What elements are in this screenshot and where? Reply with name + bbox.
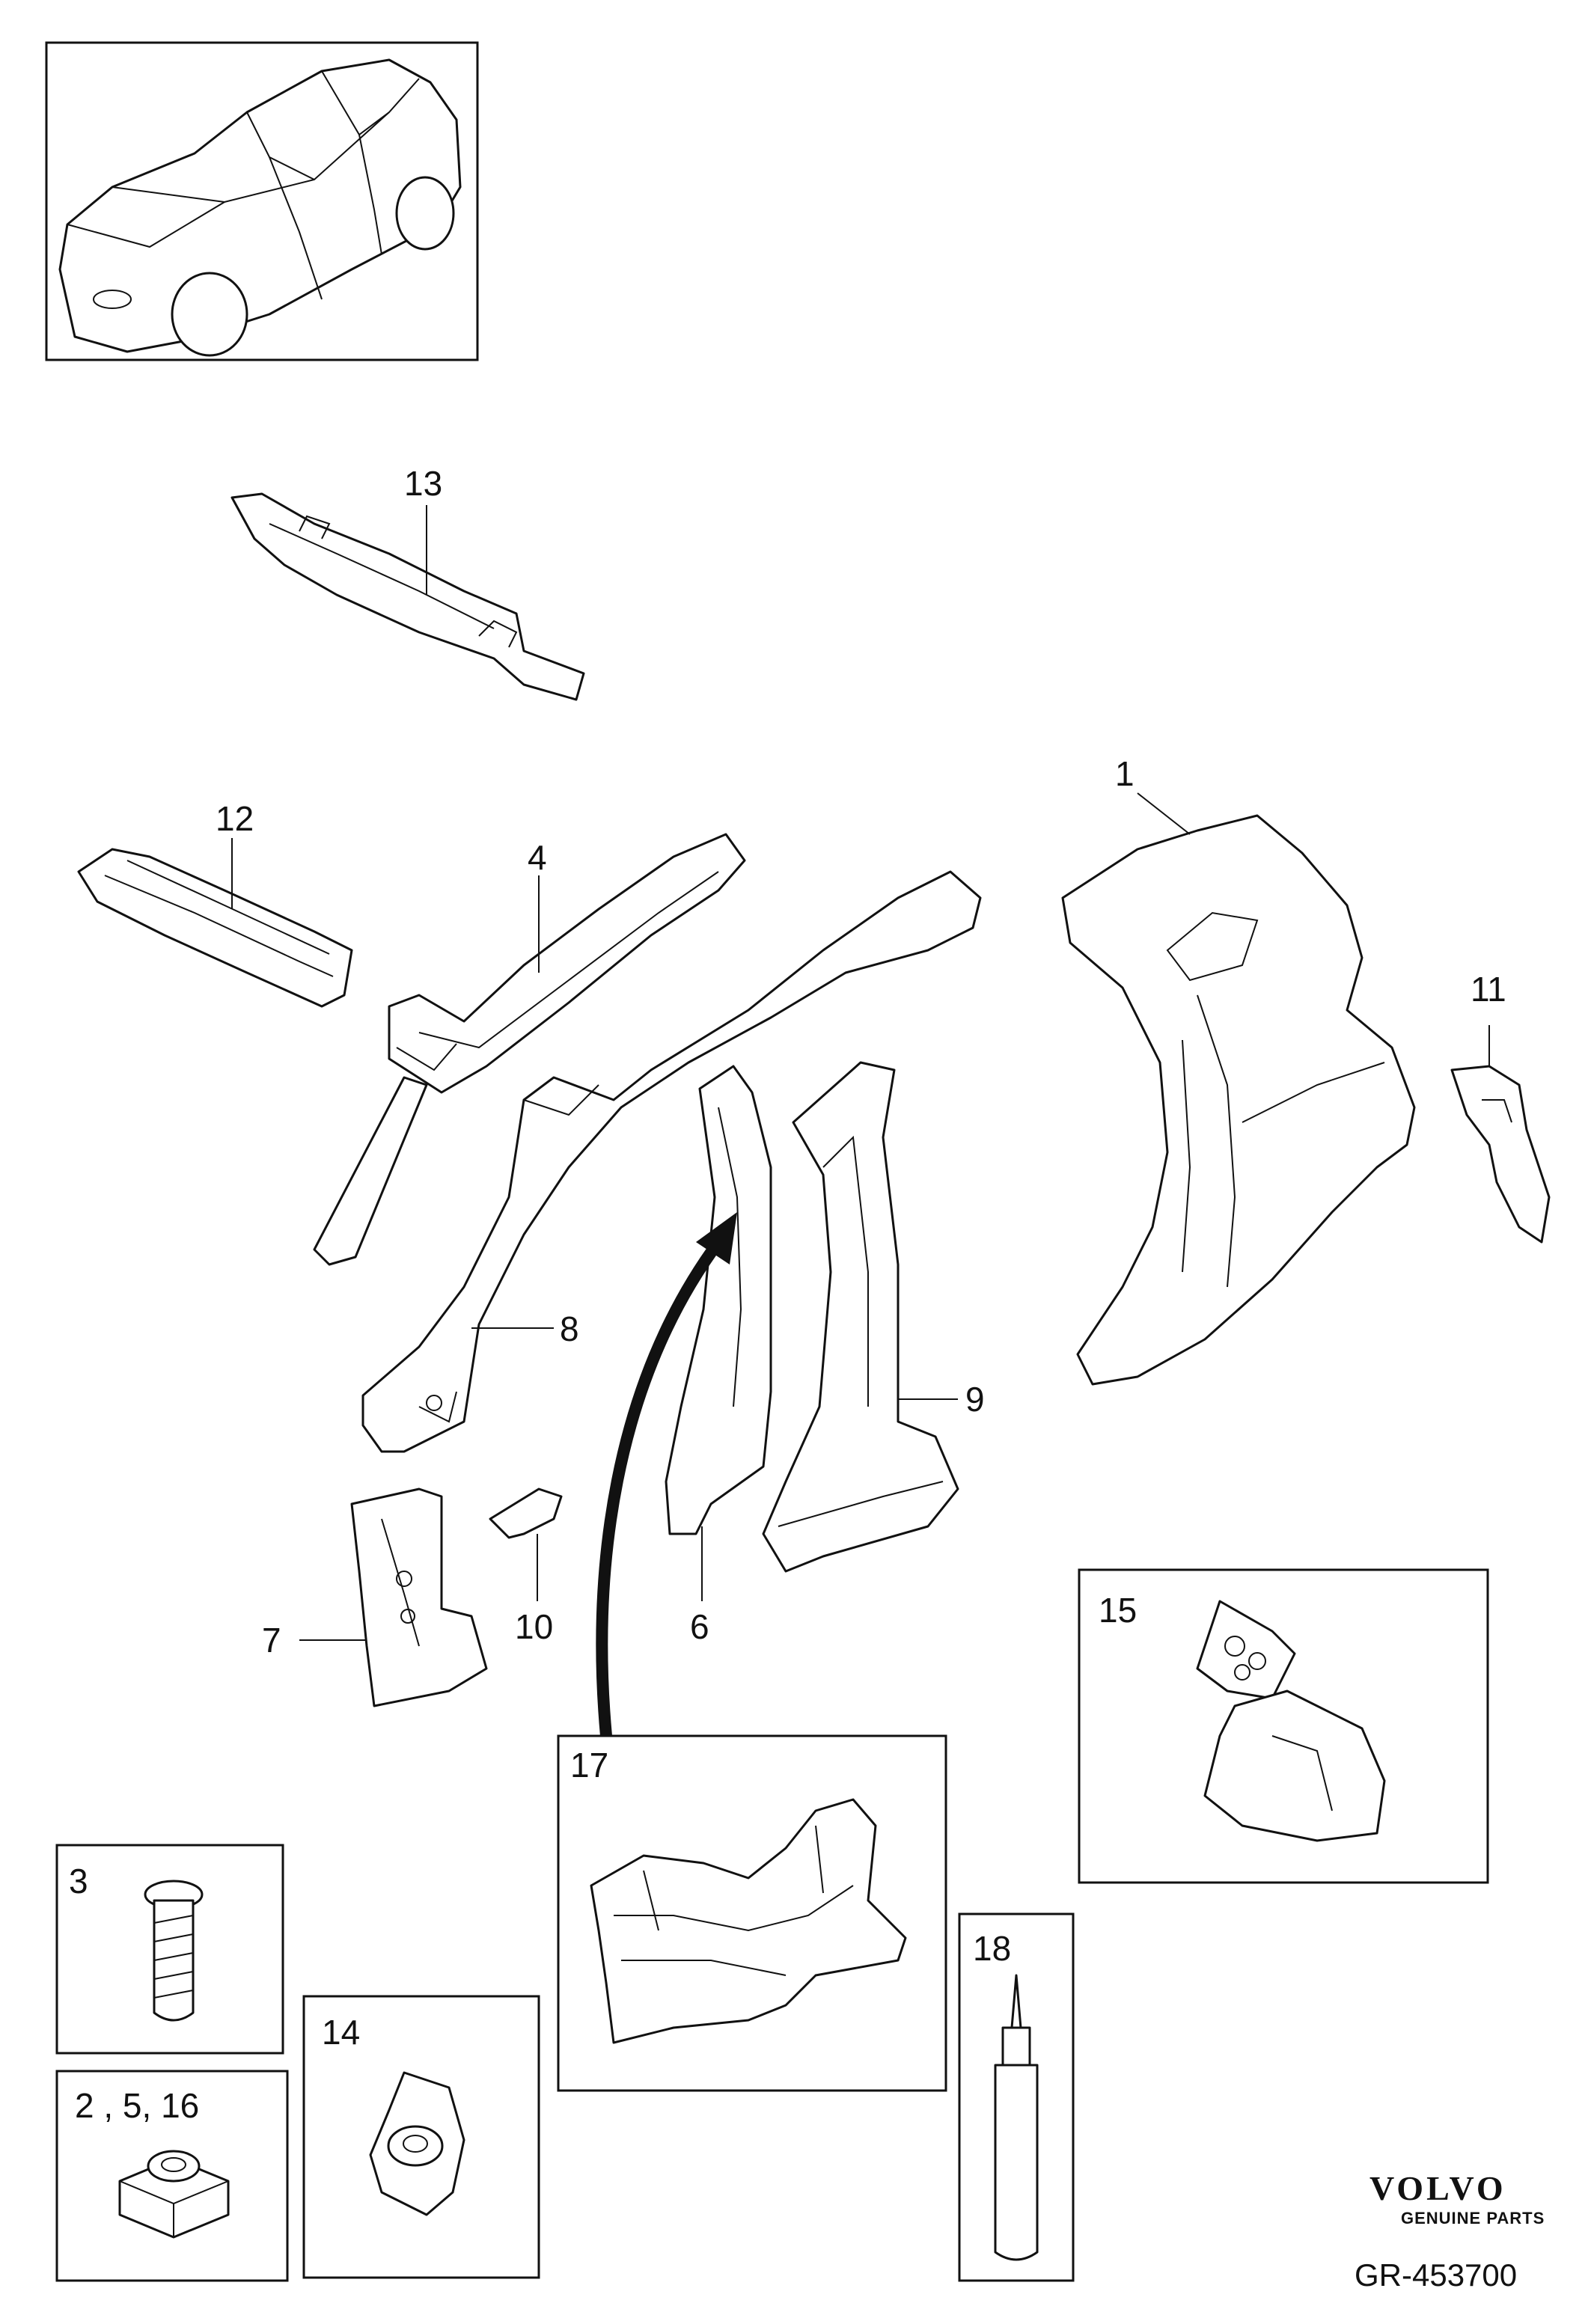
callout-10: 10 (515, 1607, 553, 1646)
drawing-number: GR-453700 (1355, 2257, 1517, 2293)
part-8-side-frame-roof-rail: 8 (361, 870, 982, 1453)
part-14-grommet-plate (369, 2071, 465, 2216)
part-15-bracket (1196, 1600, 1386, 1842)
part-3-bolt (144, 1880, 204, 2022)
callout-4: 4 (528, 838, 547, 877)
callout-7: 7 (262, 1621, 281, 1660)
part-1-rear-wheelhouse-assembly: 1 (1061, 754, 1416, 1386)
part-9-b-pillar-inner: 9 (762, 1061, 985, 1573)
callout-1: 1 (1115, 754, 1135, 793)
detail-box-2-5-16: 2 , 5, 16 (55, 2070, 289, 2282)
callout-18: 18 (973, 1929, 1011, 1968)
callout-8: 8 (560, 1309, 579, 1348)
reference-arrow-17-to-6 (596, 1212, 737, 1737)
callout-2-5-16: 2 , 5, 16 (75, 2086, 199, 2125)
brand-subtitle: GENUINE PARTS (1401, 2209, 1545, 2227)
callout-17: 17 (570, 1746, 608, 1785)
vehicle-overview-inset (45, 41, 479, 361)
detail-box-18: 18 (958, 1912, 1075, 2282)
part-6-b-pillar-reinforcement: 6 (665, 1065, 772, 1646)
callout-9: 9 (965, 1380, 985, 1419)
detail-box-3: 3 (55, 1844, 284, 2055)
part-18-sealant-cartridge (994, 1974, 1039, 2261)
callout-11: 11 (1471, 970, 1506, 1009)
part-13-roof-rear-cross-member: 13 (230, 464, 585, 701)
car-illustration (58, 58, 462, 357)
callout-3: 3 (69, 1862, 88, 1901)
callout-15: 15 (1099, 1591, 1137, 1630)
part-17-reinforcement (590, 1798, 907, 2044)
part-10-small-bracket: 10 (489, 1487, 563, 1646)
part-12-roof-front-cross-member: 12 (77, 799, 353, 1008)
callout-13: 13 (404, 464, 442, 503)
callout-14: 14 (322, 2013, 360, 2052)
detail-box-15: 15 (1078, 1568, 1489, 1884)
brand-name: VOLVO (1369, 2169, 1506, 2207)
part-7-a-pillar-lower-bracket: 7 (262, 1487, 488, 1707)
part-2-5-16-cage-nut (118, 2150, 230, 2239)
callout-12: 12 (216, 799, 254, 838)
detail-box-14: 14 (302, 1995, 540, 2279)
detail-box-17: 17 (557, 1734, 947, 2092)
callout-6: 6 (690, 1607, 709, 1646)
volvo-brand-mark: VOLVO GENUINE PARTS (1369, 2169, 1545, 2227)
part-4-a-pillar-reinforcement: 4 (313, 833, 746, 1266)
part-11-bracket: 11 (1450, 970, 1551, 1244)
